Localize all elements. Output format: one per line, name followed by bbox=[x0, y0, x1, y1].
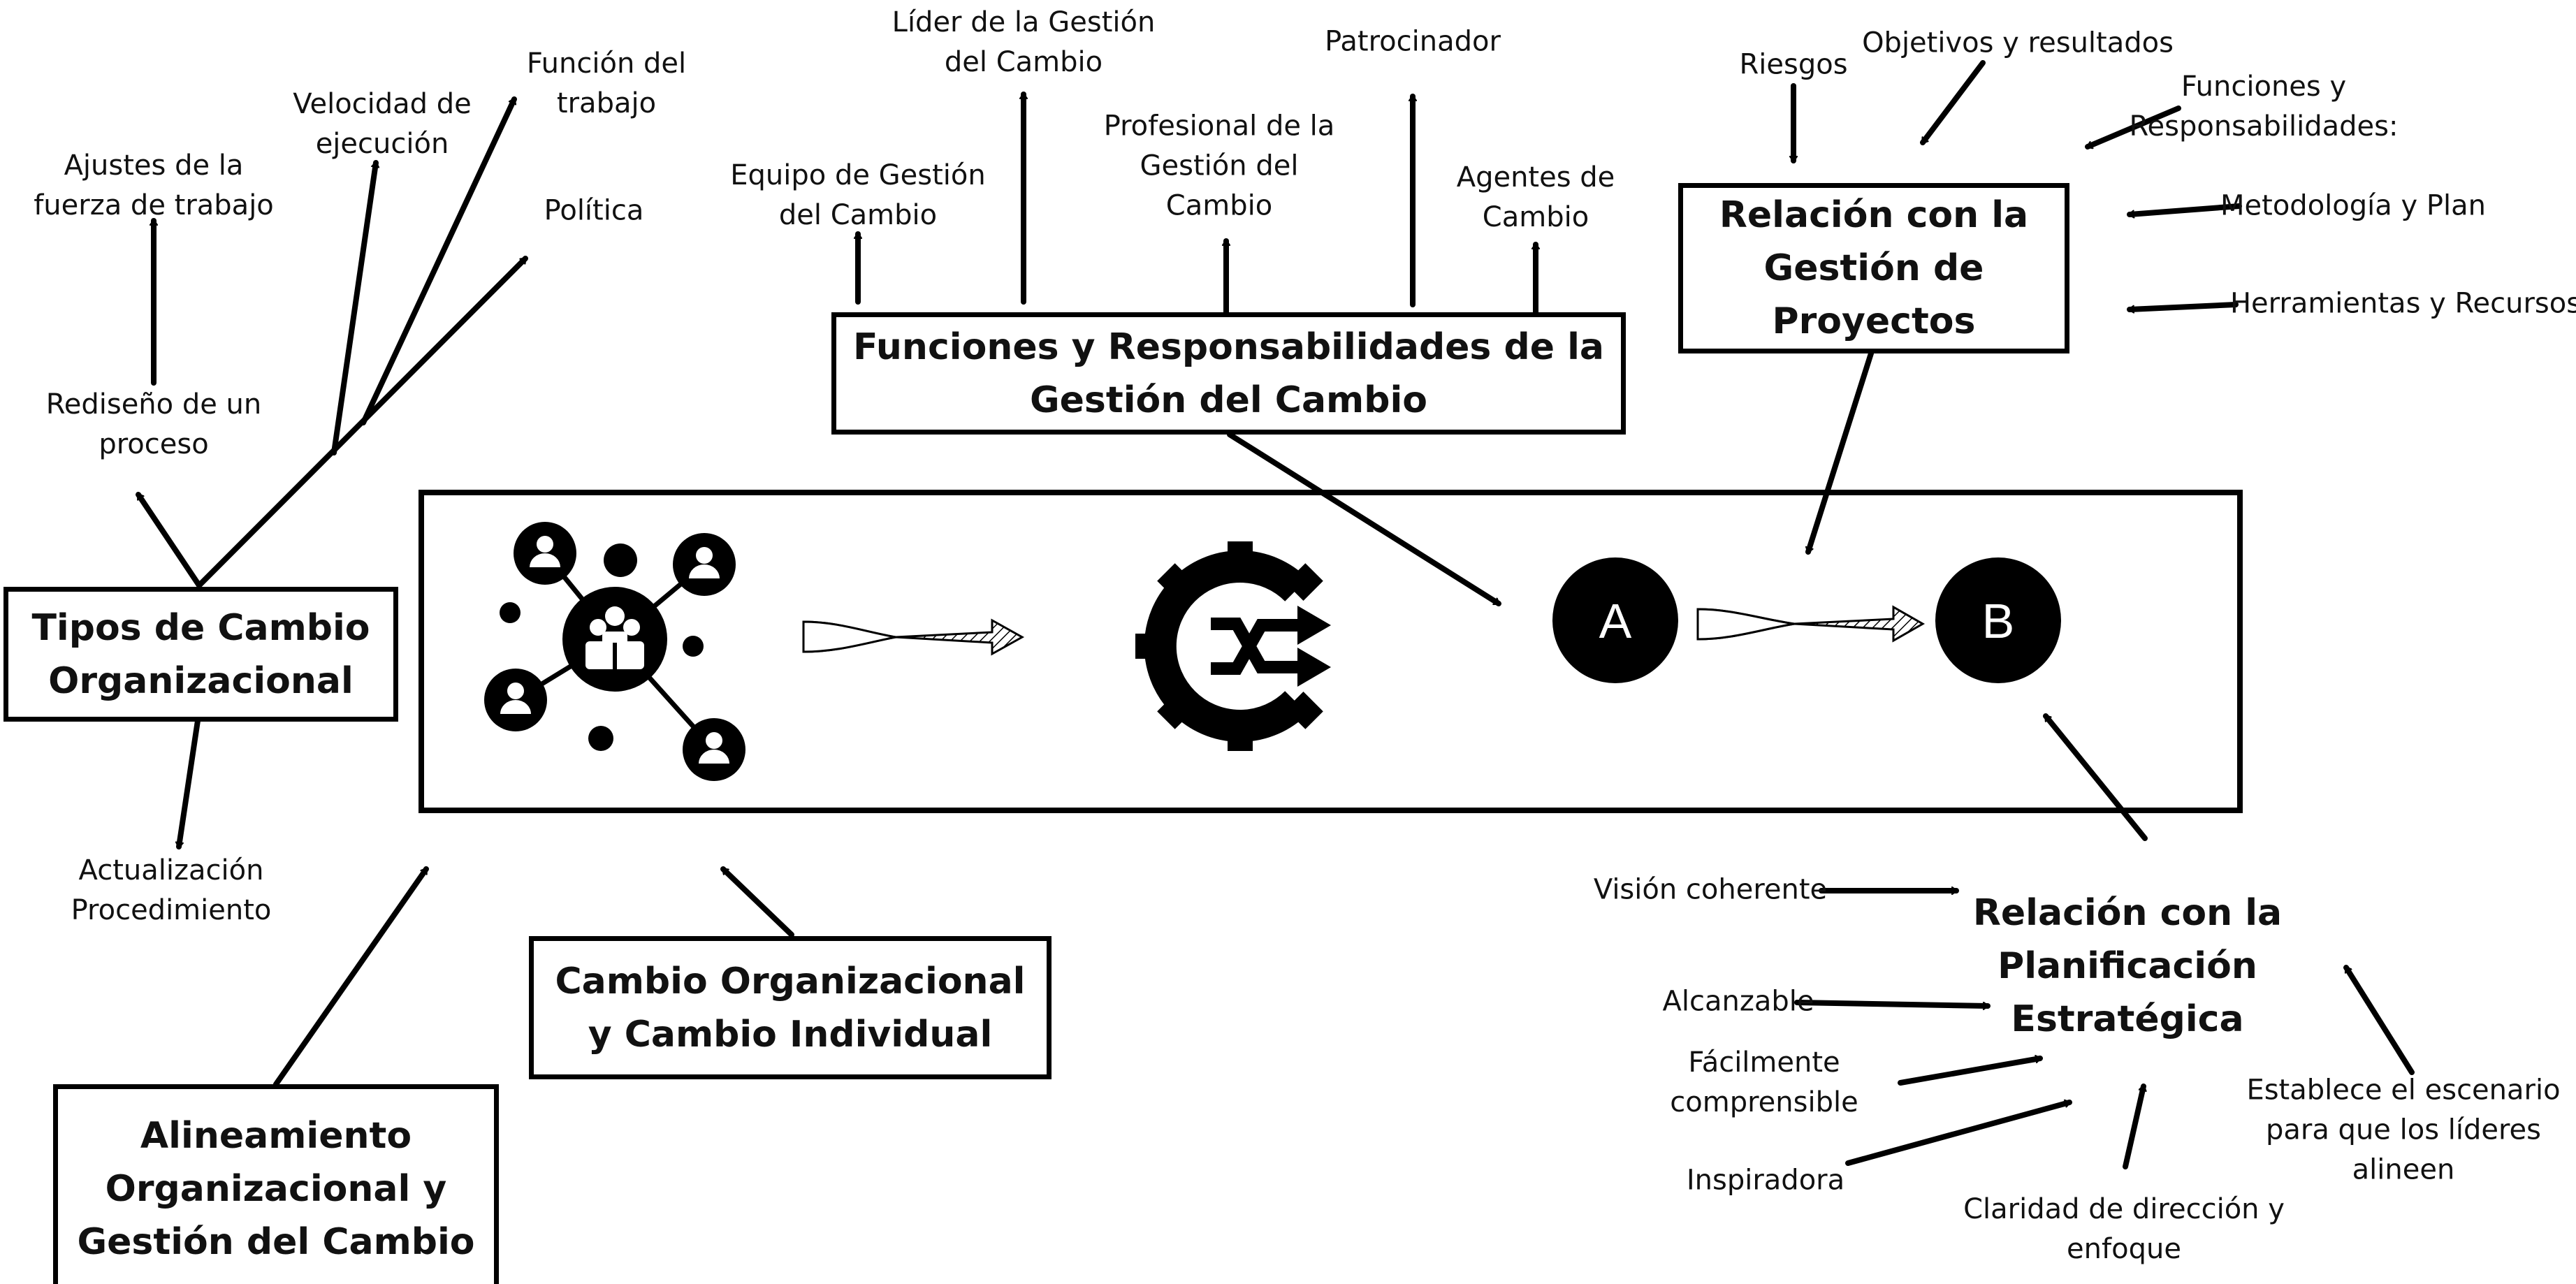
circle-a-label: A bbox=[1599, 594, 1632, 648]
label-establece: Establece el escenario para que los líde… bbox=[2246, 1074, 2561, 1186]
arrow-icon bbox=[802, 618, 1025, 656]
circle-b-label: B bbox=[1982, 594, 2015, 648]
label-claridad: Claridad de dirección y enfoque bbox=[1963, 1193, 2285, 1265]
arrow-func-to-center bbox=[1227, 432, 1501, 606]
people-network-icon bbox=[484, 522, 745, 781]
arrow-alineamiento-to-center bbox=[273, 866, 429, 1087]
label-herramientas: Herramientas y Recursos bbox=[2229, 287, 2576, 320]
arrow-facilmente bbox=[1898, 1058, 2043, 1086]
arrow-funciones-resp bbox=[2085, 105, 2181, 149]
arrow-herramientas bbox=[2127, 302, 2239, 309]
label-agentes: Agentes de Cambio bbox=[1456, 161, 1615, 233]
arrow-icon bbox=[1696, 605, 1926, 643]
tipos-cambio-box: Tipos de Cambio Organizacional bbox=[3, 587, 398, 722]
label-politica: Política bbox=[544, 194, 644, 227]
label-actualizacion: Actualización Procedimiento bbox=[71, 854, 272, 926]
change-gear-icon bbox=[1135, 541, 1331, 751]
gestion-proyectos-box: Relación con la Gestión de Proyectos bbox=[1678, 183, 2069, 353]
arrow-tipos-velocidad bbox=[331, 160, 376, 455]
label-rediseno: Rediseño de un proceso bbox=[45, 388, 262, 460]
arrow-metodologia bbox=[2127, 203, 2242, 214]
label-lider: Líder de la Gestión del Cambio bbox=[892, 6, 1156, 78]
planificacion-title: Relación con la Planificación Estratégic… bbox=[1972, 892, 2283, 1040]
label-ajustes: Ajustes de la fuerza de trabajo bbox=[34, 149, 274, 221]
label-metodologia: Metodología y Plan bbox=[2220, 189, 2486, 222]
circle-b bbox=[1935, 557, 2061, 683]
label-patrocinador: Patrocinador bbox=[1325, 25, 1501, 58]
funciones-title: Funciones y Responsabilidades de la Gest… bbox=[852, 326, 1604, 421]
label-inspiradora: Inspiradora bbox=[1686, 1164, 1845, 1197]
label-riesgos: Riesgos bbox=[1739, 48, 1848, 81]
label-objetivos: Objetivos y resultados bbox=[1862, 27, 2174, 59]
arrow-establece bbox=[2343, 965, 2415, 1075]
label-velocidad: Velocidad de ejecución bbox=[293, 88, 472, 160]
arrow-inspiradora bbox=[1845, 1102, 2072, 1166]
arrow-proyectos-to-center bbox=[1808, 351, 1874, 555]
arrow-claridad bbox=[2123, 1084, 2144, 1169]
arrow-individual-to-center bbox=[720, 866, 794, 938]
central-frame bbox=[419, 490, 2243, 813]
gestion-proyectos-title: Relación con la Gestión de Proyectos bbox=[1719, 194, 2029, 342]
label-profesional: Profesional de la Gestión del Cambio bbox=[1103, 110, 1335, 222]
arrow-tipos-actualizacion bbox=[179, 713, 201, 849]
label-funcion-trabajo: Función del trabajo bbox=[526, 48, 687, 119]
cambio-individual-box: Cambio Organizacional y Cambio Individua… bbox=[529, 936, 1051, 1079]
label-facilmente: Fácilmente comprensible bbox=[1670, 1046, 1858, 1118]
cambio-individual-title: Cambio Organizacional y Cambio Individua… bbox=[555, 960, 1026, 1056]
tipos-cambio-title: Tipos de Cambio Organizacional bbox=[31, 606, 370, 702]
label-alcanzable: Alcanzable bbox=[1662, 985, 1814, 1018]
label-vision: Visión coherente bbox=[1593, 873, 1828, 906]
alineamiento-title: Alineamiento Organizacional y Gestión de… bbox=[77, 1115, 475, 1263]
arrow-alcanzable bbox=[1794, 1000, 1991, 1006]
circle-a bbox=[1552, 557, 1678, 683]
funciones-box: Funciones y Responsabilidades de la Gest… bbox=[831, 312, 1626, 435]
arrow-tipos-funcion bbox=[361, 96, 517, 425]
alineamiento-box: Alineamiento Organizacional y Gestión de… bbox=[53, 1084, 499, 1284]
label-funciones-resp: Funciones y Responsabilidades: bbox=[2129, 71, 2399, 143]
arrow-planificacion-to-b bbox=[2043, 713, 2148, 841]
arrow-tipos-rediseno bbox=[136, 492, 202, 588]
label-equipo: Equipo de Gestión del Cambio bbox=[730, 159, 986, 231]
arrow-objetivos bbox=[1920, 60, 1986, 145]
